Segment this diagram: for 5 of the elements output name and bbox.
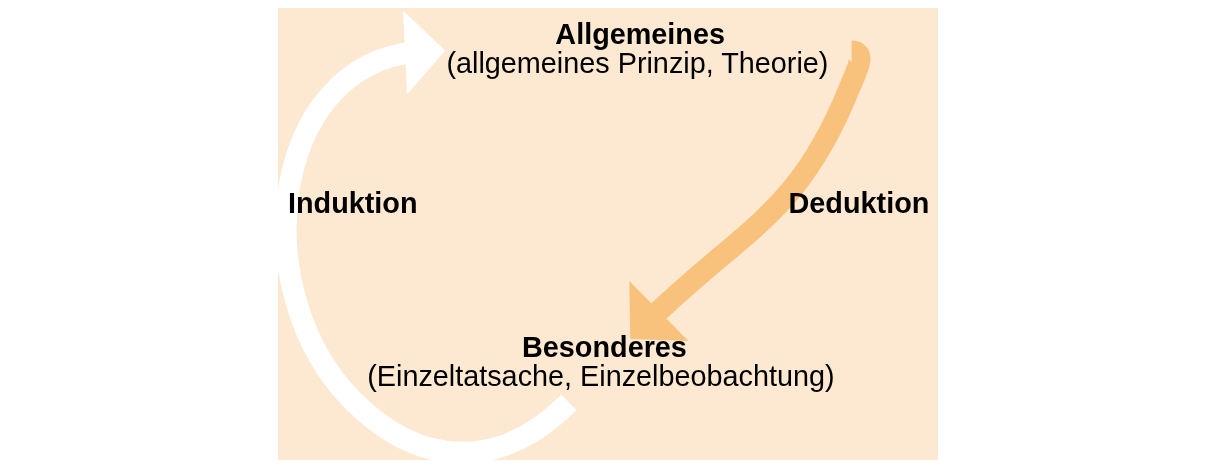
arrow (277, 10, 576, 460)
node-text: Allgemeines (allgemeines Prinzip, Theorie) (445, 17, 828, 79)
node-text: Besonderes (Einzeltatsache, Einzelbeobachtung) (366, 331, 835, 392)
edge-label: Induktion (287, 187, 418, 220)
edge-label: Deduktion (788, 187, 929, 220)
